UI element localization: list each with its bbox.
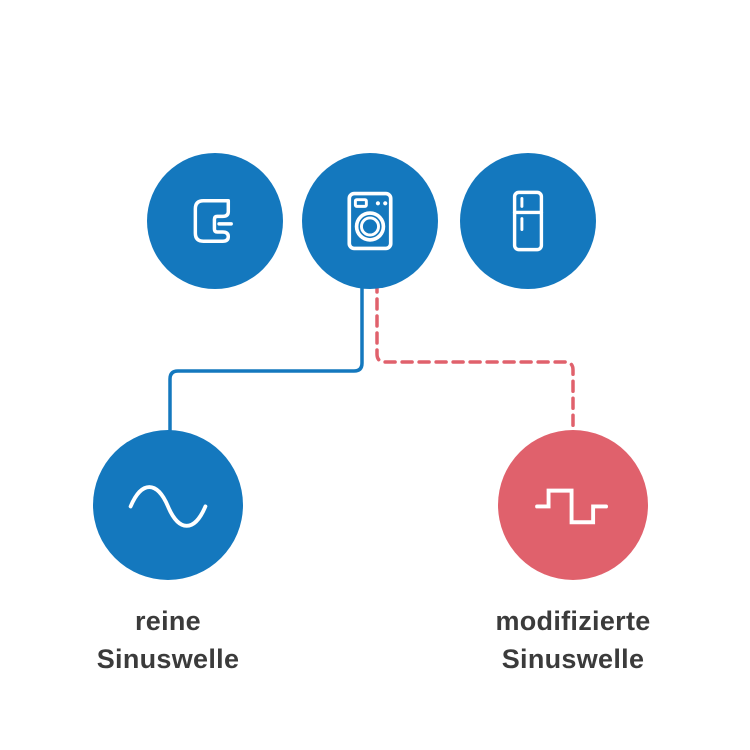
- modified-sine-connector-line: [375, 280, 575, 444]
- washing-machine-drawer: [353, 198, 368, 208]
- appliance-circle-washing-machine: [302, 153, 438, 289]
- refrigerator-icon: [512, 190, 544, 252]
- pure-sine-circle: [93, 430, 243, 580]
- pure-sine-label: reine Sinuswelle: [8, 602, 328, 678]
- modified-sine-label: modifizierte Sinuswelle: [413, 602, 733, 678]
- sine-wave-curve: [128, 485, 208, 528]
- coffee-machine-body: [193, 199, 231, 243]
- appliance-circle-coffee-machine: [147, 153, 283, 289]
- washing-machine-body: [347, 191, 393, 251]
- washing-machine-button: [383, 201, 388, 206]
- sine-wave-icon: [128, 485, 208, 528]
- pure-sine-label-line1: reine: [134, 606, 202, 636]
- washing-machine-door: [354, 211, 386, 242]
- pure-sine-connector-line: [168, 280, 364, 444]
- washing-machine-icon: [347, 191, 393, 251]
- modified-sine-circle: [498, 430, 648, 580]
- coffee-machine-icon: [193, 199, 233, 243]
- modified-sine-label-line1: modifizierte: [495, 606, 651, 636]
- pure-sine-label-line2: Sinuswelle: [96, 644, 240, 674]
- refrigerator-body: [512, 190, 544, 252]
- modified-sine-label-line2: Sinuswelle: [501, 644, 645, 674]
- washing-machine-door-inner: [360, 216, 380, 237]
- washing-machine-button: [375, 201, 380, 206]
- modified-sine-wave-steps: [535, 488, 609, 525]
- appliance-circle-refrigerator: [460, 153, 596, 289]
- modified-sine-wave-icon: [535, 488, 609, 525]
